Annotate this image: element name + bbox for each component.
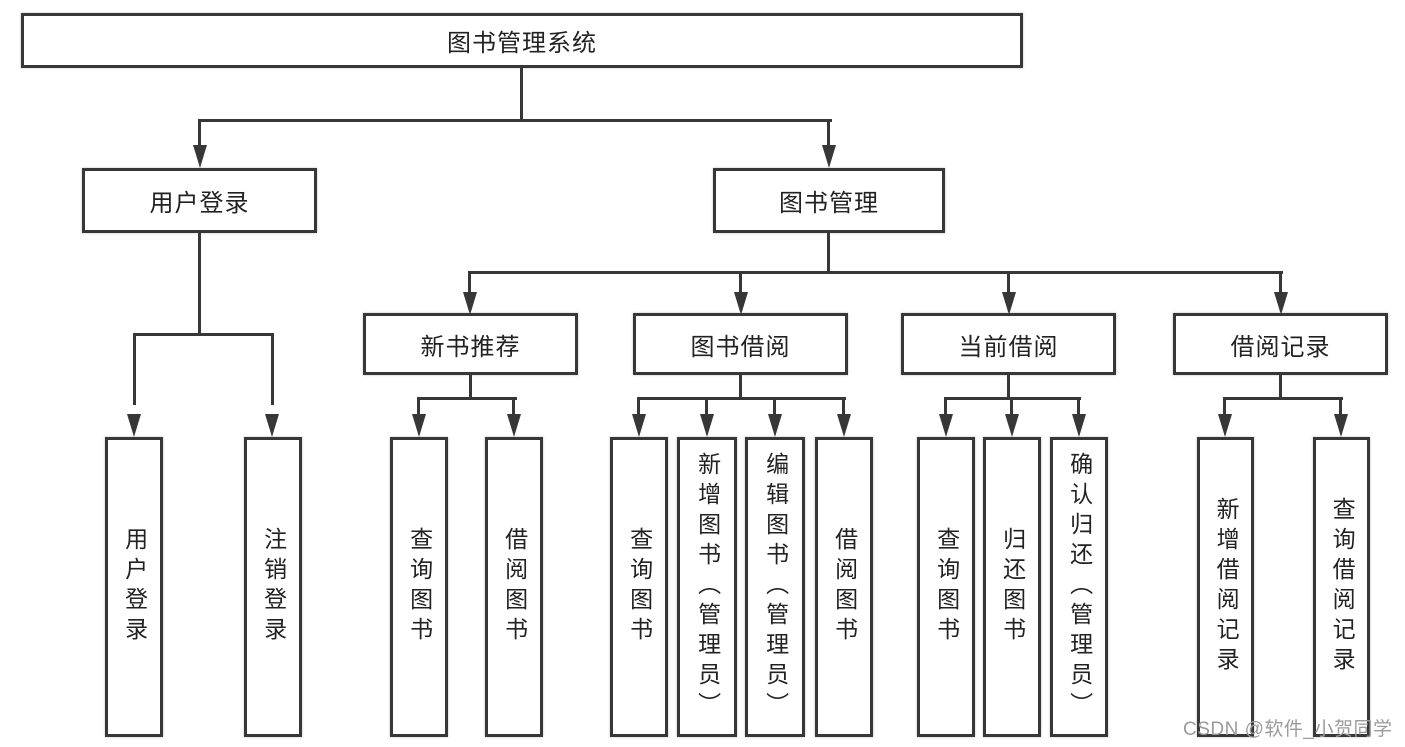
leaf-confirm-return-admin: 确认归还（管理员）: [1050, 437, 1108, 737]
leaf-query-books-recommend: 查询图书: [390, 437, 448, 737]
leaf-label: 借阅图书: [831, 527, 858, 647]
arrow-down-icon: [822, 145, 836, 168]
arrow-down-icon: [1274, 292, 1288, 315]
leaf-label: 编辑图书（管理员）: [762, 452, 789, 722]
leaf-label: 注销登录: [260, 527, 287, 647]
connector-drop: [1223, 397, 1226, 417]
arrow-down-icon: [463, 292, 477, 315]
leaf-add-books-admin: 新增图书（管理员）: [677, 437, 737, 737]
node-library-system: 图书管理系统: [21, 13, 1023, 68]
leaf-return-books: 归还图书: [983, 437, 1041, 737]
leaf-user-login: 用户登录: [105, 437, 163, 737]
leaf-logout: 注销登录: [244, 437, 302, 737]
leaf-label: 用户登录: [121, 527, 148, 647]
connector-drop: [842, 397, 845, 417]
leaf-query-books-current: 查询图书: [917, 437, 975, 737]
arrow-down-icon: [768, 414, 782, 437]
node-label: 当前借阅: [958, 333, 1059, 361]
node-user-login: 用户登录: [82, 168, 317, 233]
connector-user-login-trunk: [198, 233, 201, 335]
connector-drop-login: [133, 333, 136, 405]
arrow-down-icon: [193, 145, 207, 168]
connector-drop-user-login: [198, 119, 201, 149]
node-label: 借阅记录: [1230, 333, 1331, 361]
arrow-down-icon: [700, 414, 714, 437]
connector-drop: [944, 397, 947, 417]
connector-drop: [1339, 397, 1342, 417]
connector-drop-book-mgmt: [827, 119, 830, 149]
node-label: 图书借阅: [690, 333, 791, 361]
connector-drop: [1010, 397, 1013, 417]
leaf-label: 新增图书（管理员）: [694, 452, 721, 722]
connector-current-borrow-trunk: [1007, 375, 1010, 400]
connector-drop: [705, 397, 708, 417]
node-label: 用户登录: [149, 190, 250, 217]
connector-drop: [417, 397, 420, 417]
connector-drop: [512, 397, 515, 417]
connector-drop-book-borrow: [739, 271, 742, 295]
arrow-down-icon: [507, 414, 521, 437]
leaf-add-borrow-record: 新增借阅记录: [1197, 437, 1254, 737]
connector-drop-logout: [271, 333, 274, 405]
arrow-down-icon: [939, 414, 953, 437]
connector-drop: [773, 397, 776, 417]
arrow-down-icon: [632, 414, 646, 437]
arrow-down-icon: [1002, 292, 1016, 315]
node-borrowing-records: 借阅记录: [1173, 313, 1388, 375]
node-book-management: 图书管理: [713, 168, 945, 233]
node-new-book-recommend: 新书推荐: [363, 313, 578, 375]
leaf-query-borrow-record: 查询借阅记录: [1313, 437, 1370, 737]
arrow-down-icon: [837, 414, 851, 437]
connector-new-book-branch: [417, 397, 517, 400]
leaf-borrow-books: 借阅图书: [815, 437, 873, 737]
arrow-down-icon: [1334, 414, 1348, 437]
leaf-label: 查询图书: [406, 527, 433, 647]
arrow-down-icon: [734, 292, 748, 315]
leaf-query-books-borrow: 查询图书: [610, 437, 668, 737]
connector-drop: [1077, 397, 1080, 417]
connector-borrow-records-branch: [1223, 397, 1343, 400]
connector-user-login-branch: [133, 333, 274, 336]
connector-drop-current-borrow: [1007, 271, 1010, 295]
leaf-label: 借阅图书: [501, 527, 528, 647]
node-label: 图书管理系统: [447, 30, 597, 57]
connector-drop: [637, 397, 640, 417]
node-label: 图书管理: [779, 190, 879, 217]
arrow-down-icon: [1218, 414, 1232, 437]
leaf-label: 归还图书: [999, 527, 1026, 647]
leaf-edit-books-admin: 编辑图书（管理员）: [745, 437, 805, 737]
leaf-label: 查询图书: [933, 527, 960, 647]
connector-book-mgmt-trunk: [827, 233, 830, 274]
connector-book-borrow-branch: [637, 397, 846, 400]
connector-borrow-records-trunk: [1279, 375, 1282, 400]
connector-book-borrow-trunk: [739, 375, 742, 400]
leaf-borrow-books-recommend: 借阅图书: [485, 437, 543, 737]
leaf-label: 新增借阅记录: [1213, 497, 1240, 677]
leaf-label: 查询图书: [626, 527, 653, 647]
node-label: 新书推荐: [420, 333, 521, 361]
arrow-down-icon: [1072, 414, 1086, 437]
arrow-down-icon: [265, 414, 279, 437]
arrow-down-icon: [412, 414, 426, 437]
connector-drop-borrow-records: [1279, 271, 1282, 295]
node-current-borrowing: 当前借阅: [901, 313, 1116, 375]
arrow-down-icon: [127, 414, 141, 437]
leaf-label: 确认归还（管理员）: [1066, 452, 1093, 722]
node-book-borrowing: 图书借阅: [633, 313, 848, 375]
connector-root-branch: [198, 119, 832, 122]
connector-book-mgmt-branch: [468, 271, 1283, 274]
connector-root-trunk: [520, 68, 523, 120]
connector-drop-new-book: [468, 271, 471, 295]
connector-new-book-trunk: [469, 375, 472, 400]
csdn-watermark: CSDN @软件_小贺同学: [1183, 719, 1393, 740]
arrow-down-icon: [1005, 414, 1019, 437]
leaf-label: 查询借阅记录: [1329, 497, 1356, 677]
